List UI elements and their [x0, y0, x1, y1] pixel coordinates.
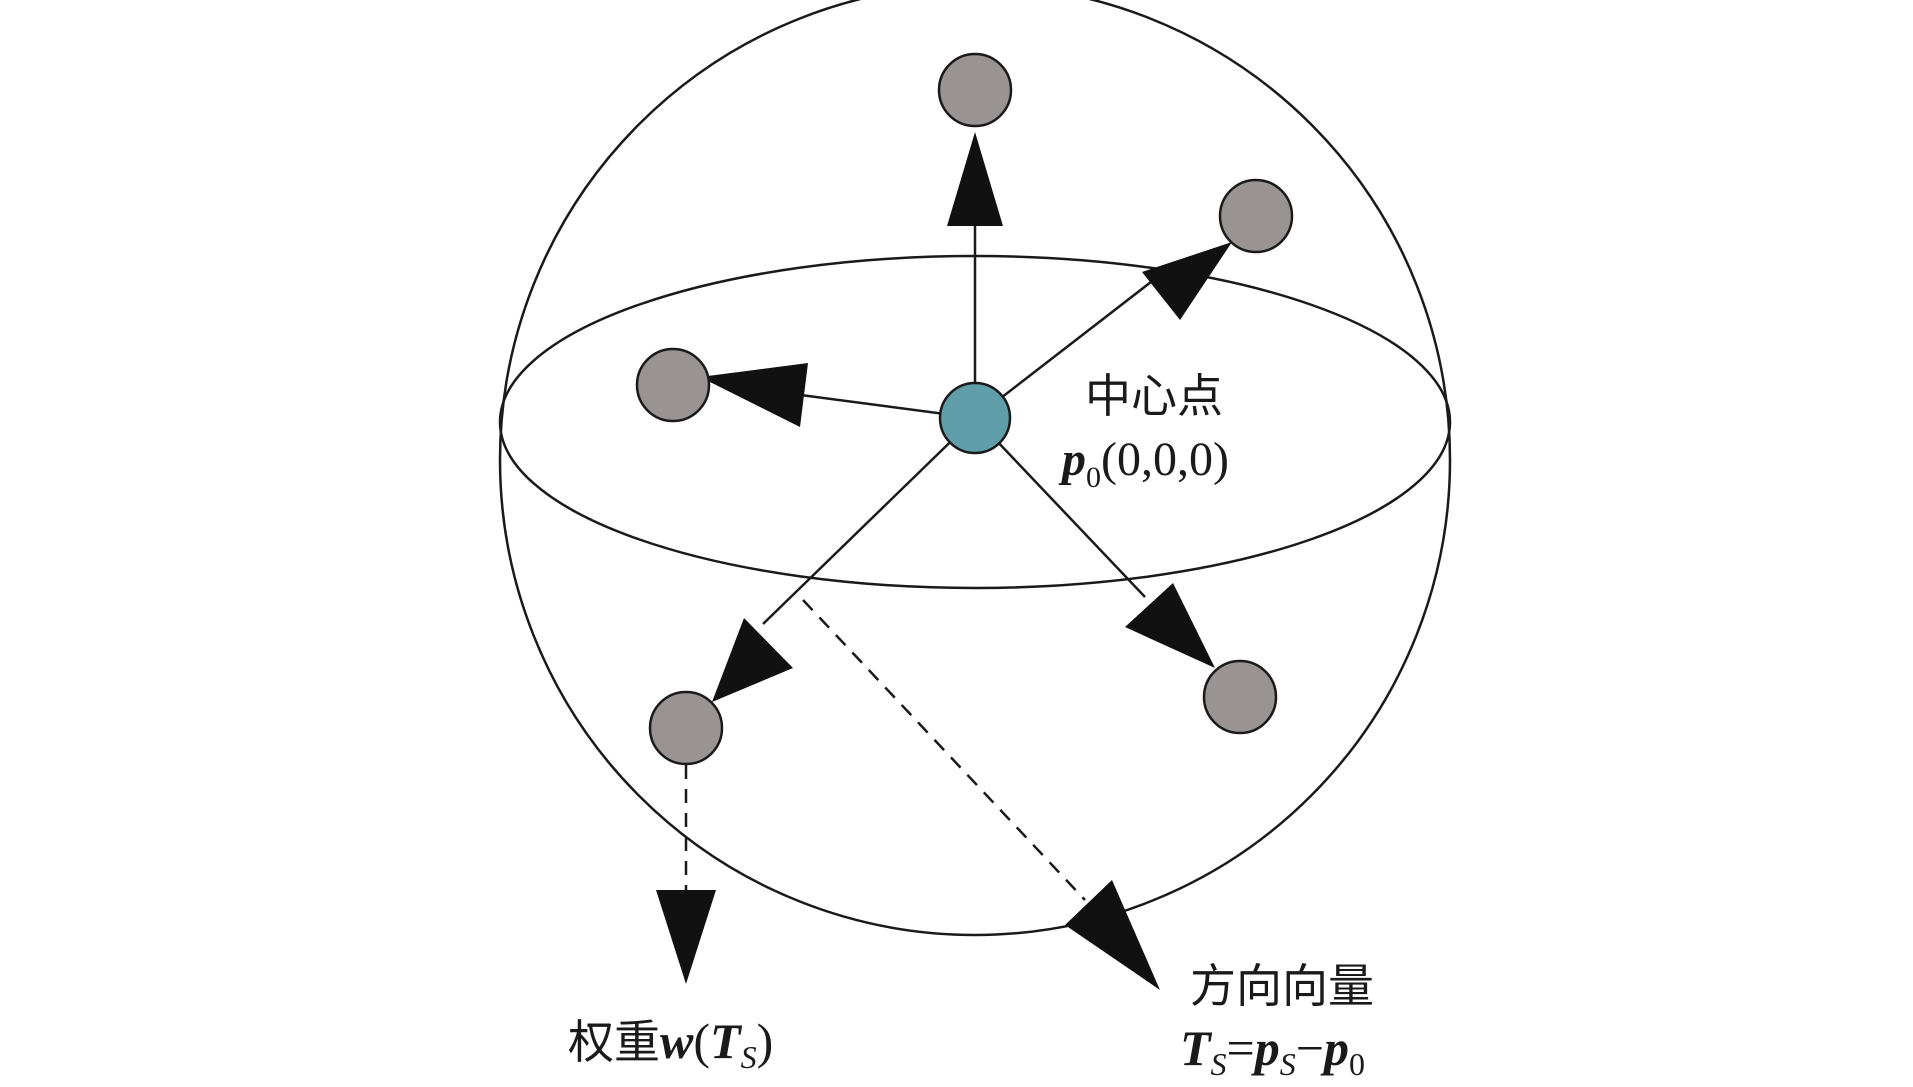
arrowheads	[656, 132, 1232, 990]
center-coordinate-label: p0(0,0,0)	[1058, 433, 1229, 494]
direction-title: 方向向量	[1190, 959, 1374, 1013]
arrowhead-direction	[1065, 880, 1160, 990]
arrowhead-weight	[656, 890, 716, 984]
neighbor-node-lower-right	[1202, 659, 1278, 735]
direction-p0-symbol: p	[1320, 1020, 1349, 1076]
center-subscript: 0	[1086, 461, 1101, 494]
weight-close-paren: )	[757, 1013, 774, 1069]
center-coords: (0,0,0)	[1101, 433, 1229, 486]
neighbor-node-upper-right	[1218, 178, 1294, 254]
arrowhead-lower-right	[1125, 583, 1215, 668]
neighbor-nodes	[635, 52, 1294, 766]
center-symbol: p	[1058, 433, 1086, 486]
direction-leader-line	[802, 599, 1086, 901]
leader-lines	[684, 599, 1086, 901]
neighbor-node-lower-left	[648, 690, 724, 766]
weight-T-subscript: S	[741, 1039, 757, 1075]
arrowhead-upper-right	[1142, 242, 1232, 320]
vector-line-lower-left	[762, 417, 976, 625]
weight-open-paren: (	[693, 1013, 710, 1069]
direction-T-symbol: T	[1180, 1020, 1213, 1076]
arrowhead-up	[947, 132, 1003, 226]
direction-T-subscript: S	[1211, 1046, 1227, 1082]
vector-line-upper-right	[974, 274, 1161, 419]
sphere-outline	[498, 0, 1452, 937]
direction-equals: =	[1227, 1020, 1255, 1076]
weight-symbol: w	[660, 1013, 694, 1069]
neighbor-node-top	[937, 52, 1013, 128]
arrowhead-lower-left	[712, 618, 793, 702]
weight-label: 权重w(TS)	[568, 1013, 773, 1075]
center-title: 中心点	[1085, 369, 1223, 423]
neighbor-node-left	[635, 347, 711, 423]
arrowhead-left	[700, 363, 808, 427]
direction-minus: −	[1296, 1020, 1324, 1076]
direction-p-subscript: S	[1280, 1046, 1296, 1082]
direction-p-symbol: p	[1251, 1020, 1280, 1076]
vector-line-lower-right	[974, 417, 1146, 598]
center-node	[938, 381, 1012, 455]
weight-title: 权重	[568, 1015, 660, 1069]
direction-p0-subscript: 0	[1349, 1046, 1365, 1082]
weight-T-symbol: T	[710, 1013, 743, 1069]
direction-formula: TS=pS−p0	[1180, 1020, 1365, 1082]
